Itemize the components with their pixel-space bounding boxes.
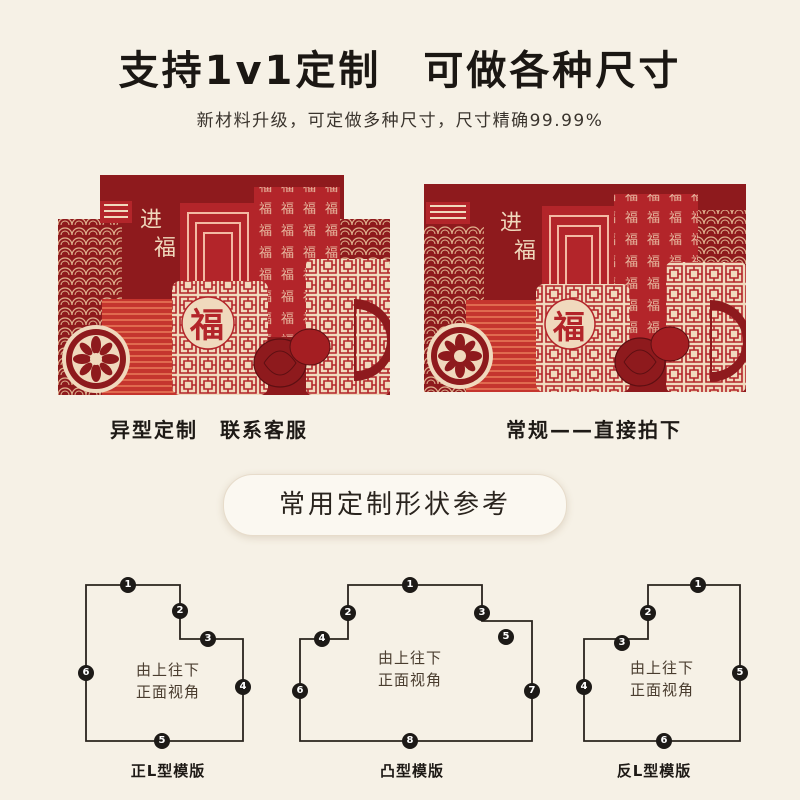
diagram-reverse-l-shape-label: 反L型模版	[616, 762, 692, 780]
marker-2: 2	[640, 605, 656, 621]
marker-4: 4	[576, 679, 592, 695]
calligraphy-char-1: 进	[140, 208, 162, 233]
calligraphy-char-2: 福	[514, 239, 536, 264]
marker-6: 6	[292, 683, 308, 699]
standard-backdrop-image: 福 进 福 福	[424, 184, 746, 392]
diagram-convex-shape-label: 凸型模版	[379, 762, 444, 780]
diagram-convex-shape: 1 2 3 4 5 6 7 8 由上往下 正面视角	[290, 575, 544, 750]
marker-7: 7	[524, 683, 540, 699]
marker-3: 3	[474, 605, 490, 621]
standard-caption: 常规——直接拍下	[506, 418, 682, 442]
fu-character: 福	[552, 308, 585, 346]
marker-5: 5	[732, 665, 748, 681]
marker-2: 2	[172, 603, 188, 619]
marker-8: 8	[402, 733, 418, 749]
calligraphy-char-2: 福	[154, 236, 176, 261]
diagram-reverse-l-shape: 1 2 3 4 5 6 由上往下 正面视角	[576, 575, 756, 750]
fu-character: 福	[189, 306, 224, 346]
marker-5: 5	[154, 733, 170, 749]
marker-4: 4	[235, 679, 251, 695]
backdrop-art: 福 进 福 福	[58, 175, 390, 395]
inner-text-line-1: 由上往下	[135, 661, 200, 679]
title-part-2: 可做各种尺寸	[423, 48, 682, 94]
marker-3: 3	[200, 631, 216, 647]
marker-1: 1	[690, 577, 706, 593]
custom-shape-backdrop-image: 福 进 福 福	[58, 175, 390, 395]
marker-5: 5	[498, 629, 514, 645]
marker-1: 1	[120, 577, 136, 593]
section-title-pill: 常用定制形状参考	[223, 474, 567, 536]
title-part-1: 支持1v1定制	[118, 48, 382, 94]
diagram-l-shape: 1 2 3 4 5 6 由上往下 正面视角	[78, 575, 258, 750]
marker-2: 2	[340, 605, 356, 621]
calligraphy-char-1: 进	[500, 211, 522, 236]
marker-6: 6	[78, 665, 94, 681]
page-subtitle: 新材料升级，可定做多种尺寸，尺寸精确99.99%	[196, 111, 604, 131]
inner-text-line-1: 由上往下	[377, 649, 442, 667]
marker-4: 4	[314, 631, 330, 647]
custom-shape-caption: 异型定制 联系客服	[110, 418, 308, 442]
inner-text-line-2: 正面视角	[135, 683, 200, 701]
inner-text-line-1: 由上往下	[629, 659, 694, 677]
backdrop-art: 福 进 福 福	[424, 184, 746, 392]
inner-text-line-2: 正面视角	[377, 671, 442, 689]
diagram-l-shape-label: 正L型模版	[130, 762, 206, 780]
marker-3: 3	[614, 635, 630, 651]
page-title: 支持1v1定制可做各种尺寸	[0, 38, 800, 96]
marker-1: 1	[402, 577, 418, 593]
inner-text-line-2: 正面视角	[629, 681, 694, 699]
marker-6: 6	[656, 733, 672, 749]
